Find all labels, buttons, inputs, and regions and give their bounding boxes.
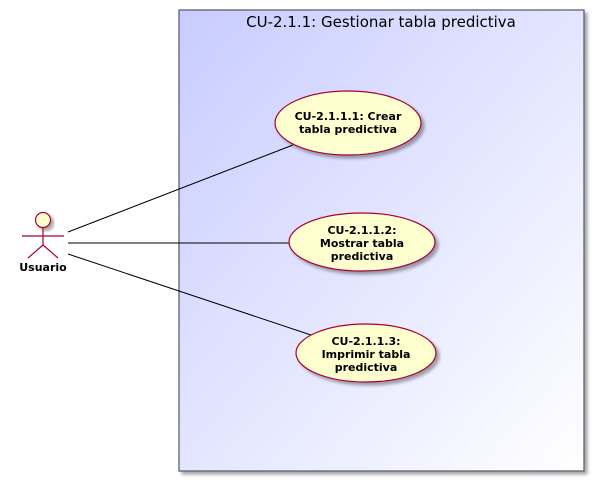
use-case-1-line-2: tabla predictiva: [299, 123, 397, 136]
use-case-2-line-1: CU-2.1.1.2:: [327, 224, 396, 237]
actor-usuario[interactable]: Usuario: [19, 211, 67, 275]
associations: [67, 144, 312, 336]
actor-leg-right: [42, 244, 59, 259]
use-case-3-ellipse: [295, 323, 437, 383]
use-case-1-ellipse: [274, 90, 422, 156]
use-case-1[interactable]: CU-2.1.1.1: Crear tabla predictiva: [274, 90, 422, 156]
use-case-3[interactable]: CU-2.1.1.3: Imprimir tabla predictiva: [295, 323, 437, 383]
boundary-title: CU-2.1.1: Gestionar tabla predictiva: [246, 13, 516, 31]
association-line-3: [67, 253, 312, 336]
use-case-3-line-2: Imprimir tabla: [322, 348, 411, 361]
use-case-2-ellipse: [288, 212, 436, 272]
actor-label: Usuario: [19, 261, 67, 274]
actor-leg-left: [27, 244, 44, 259]
use-case-3-line-1: CU-2.1.1.3:: [331, 335, 400, 348]
use-case-1-line-1: CU-2.1.1.1: Crear: [295, 110, 402, 123]
use-case-2-line-2: Mostrar tabla: [320, 237, 404, 250]
association-line-1: [67, 144, 294, 233]
use-case-2[interactable]: CU-2.1.1.2: Mostrar tabla predictiva: [288, 212, 436, 272]
use-case-2-line-3: predictiva: [331, 250, 394, 263]
actor-head: [34, 211, 52, 229]
use-case-3-line-3: predictiva: [335, 361, 398, 374]
